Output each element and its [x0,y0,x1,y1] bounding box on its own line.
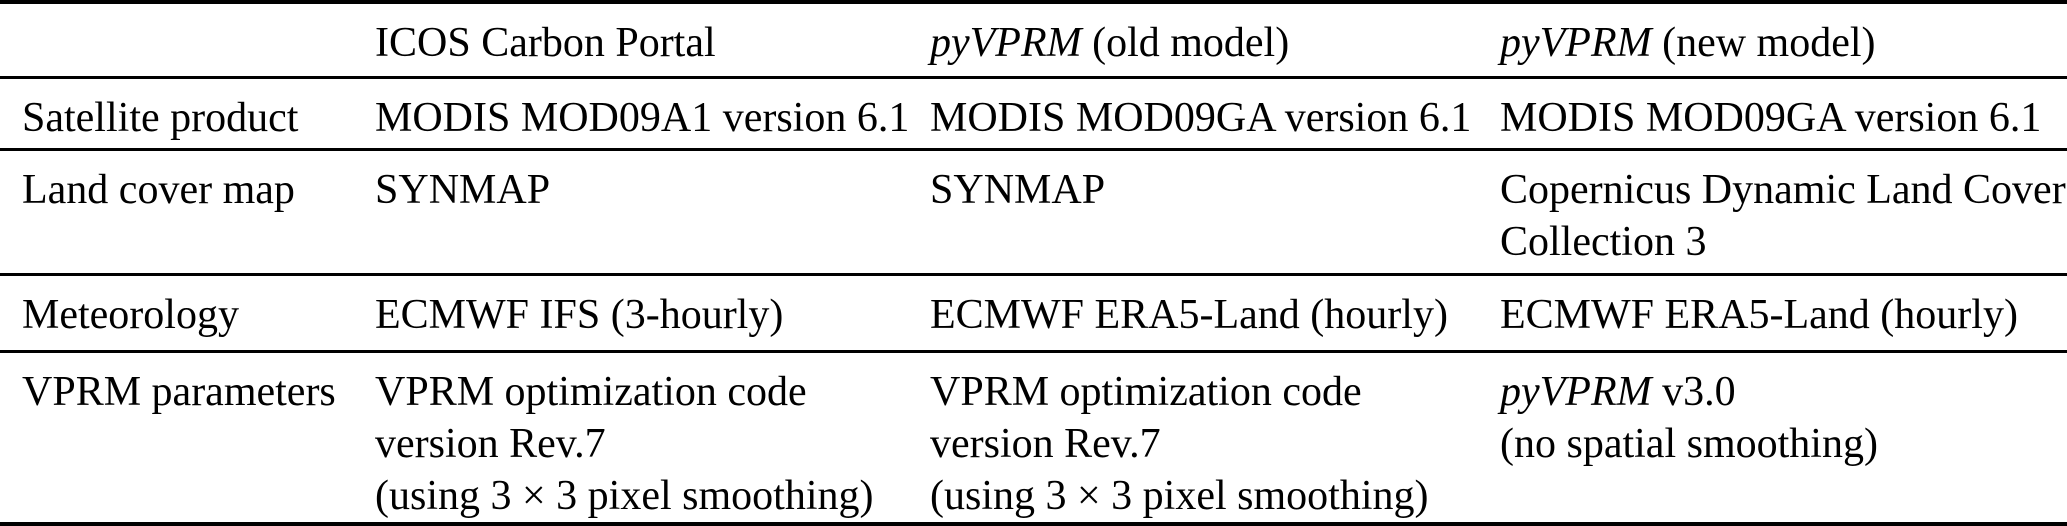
vprm-icos-value: VPRM optimization code version Rev.7 (us… [375,353,930,522]
landcover-new-value: Copernicus Dynamic Land Cover Collection… [1500,151,2067,268]
meteorology-icos-value: ECMWF IFS (3-hourly) [375,292,784,339]
row-label-land-cover-map: Land cover map [22,167,295,214]
row-label-vprm-parameters: VPRM parameters [22,369,336,416]
satellite-old-value: MODIS MOD09GA version 6.1 [930,94,1472,141]
meteorology-old-value: ECMWF ERA5-Land (hourly) [930,292,1448,339]
meteorology-new-value: ECMWF ERA5-Land (hourly) [1500,292,2018,339]
header-icos-label: ICOS Carbon Portal [375,20,716,66]
header-cell-icos: ICOS Carbon Portal [375,4,930,69]
header-old-model-suffix: (old model) [1081,20,1290,66]
landcover-new-line1: Copernicus Dynamic Land Cover [1500,167,2066,214]
vprm-icos-line1: VPRM optimization code [375,369,807,416]
vprm-icos-line2: version Rev.7 [375,421,606,468]
row-label-meteorology: Meteorology [22,292,239,339]
header-new-model-name: pyVPRM [1500,20,1652,66]
vprm-old-line2: version Rev.7 [930,421,1161,468]
vprm-new-line2: (no spatial smoothing) [1500,421,1878,468]
vprm-old-line1: VPRM optimization code [930,369,1362,416]
table-header-row: ICOS Carbon Portal pyVPRM (old model) py… [0,4,2067,79]
table-row-land-cover-map: Land cover map SYNMAP SYNMAP Copernicus … [0,151,2067,277]
header-cell-new-model: pyVPRM (new model) [1500,4,2067,69]
header-old-model-name: pyVPRM [930,20,1082,66]
satellite-icos-value: MODIS MOD09A1 version 6.1 [375,94,910,141]
satellite-new-value: MODIS MOD09GA version 6.1 [1500,94,2042,141]
landcover-new-line2: Collection 3 [1500,219,1707,266]
header-cell-empty [0,4,375,17]
table-row-vprm-parameters: VPRM parameters VPRM optimization code v… [0,353,2067,522]
header-cell-old-model: pyVPRM (old model) [930,4,1500,69]
vprm-old-value: VPRM optimization code version Rev.7 (us… [930,353,1500,522]
table-row-meteorology: Meteorology ECMWF IFS (3-hourly) ECMWF E… [0,276,2067,354]
table-row-satellite-product: Satellite product MODIS MOD09A1 version … [0,79,2067,152]
landcover-icos-value: SYNMAP [375,167,551,214]
vprm-new-version: v3.0 [1651,369,1736,416]
row-label-satellite-product: Satellite product [22,94,299,141]
header-new-model-suffix: (new model) [1651,20,1876,66]
landcover-old-value: SYNMAP [930,167,1106,214]
vprm-new-line1: pyVPRM v3.0 [1500,366,2067,418]
vprm-new-model-name: pyVPRM [1500,369,1652,416]
vprm-new-value: pyVPRM v3.0 (no spatial smoothing) [1500,353,2067,470]
vprm-old-line3: (using 3 × 3 pixel smoothing) [930,473,1429,520]
vprm-icos-line3: (using 3 × 3 pixel smoothing) [375,473,874,520]
